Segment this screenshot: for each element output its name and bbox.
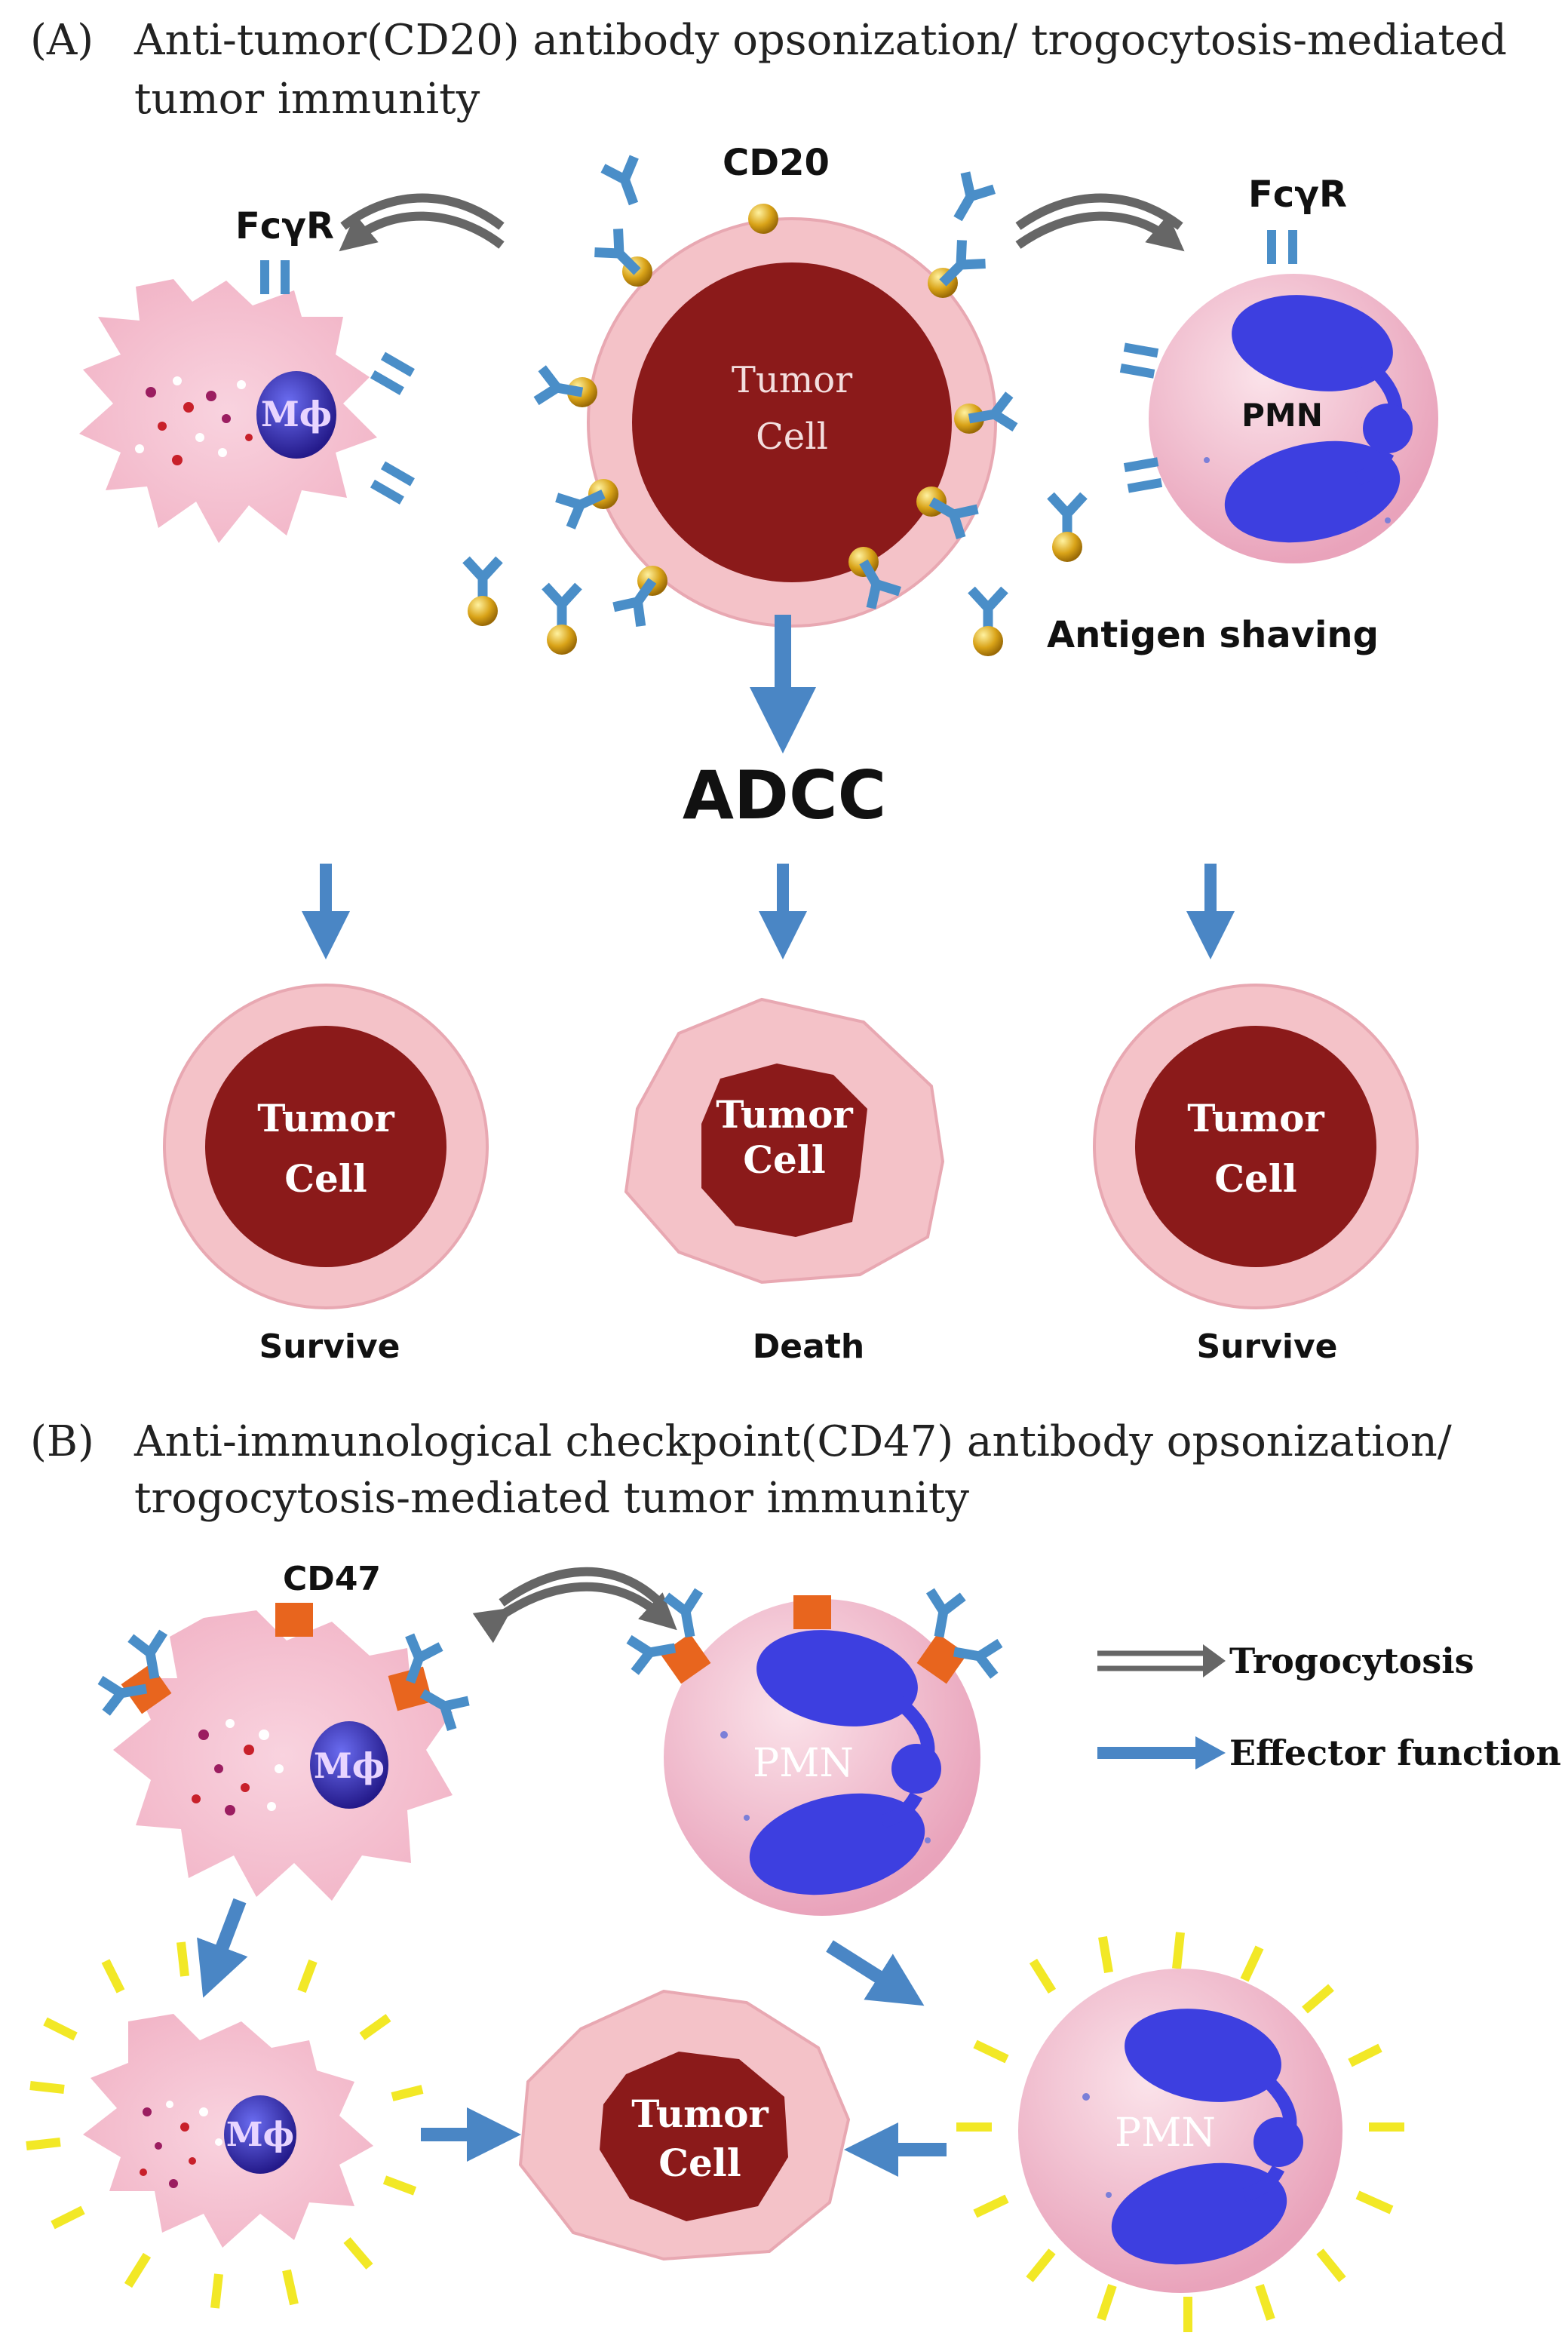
outcome-cell-line2: Cell xyxy=(1214,1156,1297,1201)
panel-a-letter: (A) xyxy=(30,16,94,65)
macrophage-b: Mϕ xyxy=(100,1603,468,1901)
tumor-cell-b: Tumor Cell xyxy=(518,1989,851,2261)
cd47-antigen xyxy=(275,1603,313,1637)
tumor-cell-center-line1: Tumor xyxy=(732,359,852,401)
panel-a-title-line2: tumor immunity xyxy=(134,75,480,124)
outcome-cell-line2: Cell xyxy=(743,1137,826,1182)
legend-effector-label: Effector function xyxy=(1229,1733,1561,1773)
cd20-antigen xyxy=(1052,532,1082,562)
antibody-icon xyxy=(922,1591,962,1640)
adcc-label: ADCC xyxy=(683,757,886,834)
fcyr-right-label: FcγR xyxy=(1248,173,1347,216)
outcome-cell-survive-right: Tumor Cell xyxy=(1093,984,1419,1309)
outcome-cell-line1: Tumor xyxy=(257,1096,394,1140)
panel-b-title-line1: Anti-immunological checkpoint(CD47) anti… xyxy=(133,1417,1452,1466)
tumor-cell-center-line2: Cell xyxy=(756,416,828,458)
granules xyxy=(135,376,253,465)
legend-effector-arrow xyxy=(1097,1736,1226,1769)
arrow-macrophage-down xyxy=(197,1898,248,1998)
activation-rays xyxy=(26,1941,424,2309)
cd47-antigen xyxy=(916,1633,968,1684)
granules xyxy=(140,2101,222,2188)
macrophage-nucleus xyxy=(224,2095,296,2174)
outcome-cell-line1: Tumor xyxy=(716,1092,853,1137)
cd47-label: CD47 xyxy=(283,1560,381,1598)
arrow-pmn-down xyxy=(826,1940,925,2006)
outcome-cell-death: Tumor Cell xyxy=(624,997,945,1284)
cd20-label: CD20 xyxy=(723,142,830,184)
pmn-a: PMN xyxy=(1119,230,1438,563)
panel-b-title-line2: trogocytosis-mediated tumor immunity xyxy=(134,1474,969,1523)
outcome-cell-line1: Tumor xyxy=(1187,1096,1324,1140)
fcyr-receptor xyxy=(370,351,415,395)
outcome-label-2: Death xyxy=(753,1327,864,1366)
fcyr-receptor xyxy=(260,260,290,294)
macrophage-nucleus xyxy=(310,1721,388,1809)
fcyr-receptor xyxy=(1267,230,1297,264)
macrophage-b-label: Mϕ xyxy=(314,1745,385,1786)
legend: Trogocytosis Effector function xyxy=(1097,1641,1561,1773)
tumor-cell-b-line1: Tumor xyxy=(631,2092,769,2136)
activated-pmn: PMN xyxy=(956,1932,1404,2332)
panel-a: (A) Anti-tumor(CD20) antibody opsonizati… xyxy=(30,16,1507,1366)
fcyr-receptor xyxy=(370,461,415,505)
outcome-label-1: Survive xyxy=(259,1327,400,1366)
macrophage-a-label: Mϕ xyxy=(261,394,332,434)
tumor-cell-b-line2: Cell xyxy=(658,2141,741,2185)
pmn-b-label: PMN xyxy=(753,1741,854,1786)
outcome-cell-line2: Cell xyxy=(284,1156,367,1201)
legend-trogocytosis-label: Trogocytosis xyxy=(1229,1641,1474,1681)
antibody-icon xyxy=(545,586,578,630)
cd47-antigen xyxy=(793,1595,831,1629)
tumor-cell-center: Tumor Cell xyxy=(587,217,997,628)
cd20-antigen xyxy=(468,596,498,626)
trogocytosis-arrow-right xyxy=(1015,193,1185,252)
cd20-antigen xyxy=(748,204,778,234)
cd20-antigen xyxy=(547,625,577,655)
cd47-antigen xyxy=(388,1666,433,1711)
outcome-label-3: Survive xyxy=(1197,1327,1338,1366)
panel-b-letter: (B) xyxy=(30,1417,94,1466)
macrophage-nucleus xyxy=(256,371,336,459)
antigen-shaving-label: Antigen shaving xyxy=(1047,614,1379,656)
pmn-b: PMN xyxy=(629,1591,1000,1916)
outcome-cell-survive-left: Tumor Cell xyxy=(163,984,489,1309)
granules xyxy=(192,1719,284,1815)
antibody-icon xyxy=(666,1591,706,1640)
antibody-icon xyxy=(951,1635,1000,1675)
trogocytosis-arrow-left xyxy=(339,193,505,252)
activation-rays xyxy=(956,1932,1404,2332)
antibody-icon xyxy=(944,173,994,227)
legend-trogocytosis-arrow xyxy=(1097,1644,1226,1677)
pmn-a-label: PMN xyxy=(1241,397,1323,434)
cd20-antigen xyxy=(973,626,1003,656)
fcyr-receptor xyxy=(1119,342,1159,379)
fcyr-receptor xyxy=(1123,457,1163,493)
macrophage-a: Mϕ xyxy=(79,260,415,543)
activated-macrophage: Mϕ xyxy=(26,1941,424,2309)
panel-b: (B) Anti-immunological checkpoint(CD47) … xyxy=(26,1417,1561,2332)
panel-a-title-line1: Anti-tumor(CD20) antibody opsonization/ … xyxy=(133,16,1507,65)
activated-pmn-label: PMN xyxy=(1115,2110,1216,2156)
fcyr-left-label: FcγR xyxy=(235,205,334,247)
trogocytosis-arrow-b xyxy=(472,1567,677,1644)
antibody-icon xyxy=(603,157,649,210)
activated-macrophage-label: Mϕ xyxy=(226,2116,294,2154)
